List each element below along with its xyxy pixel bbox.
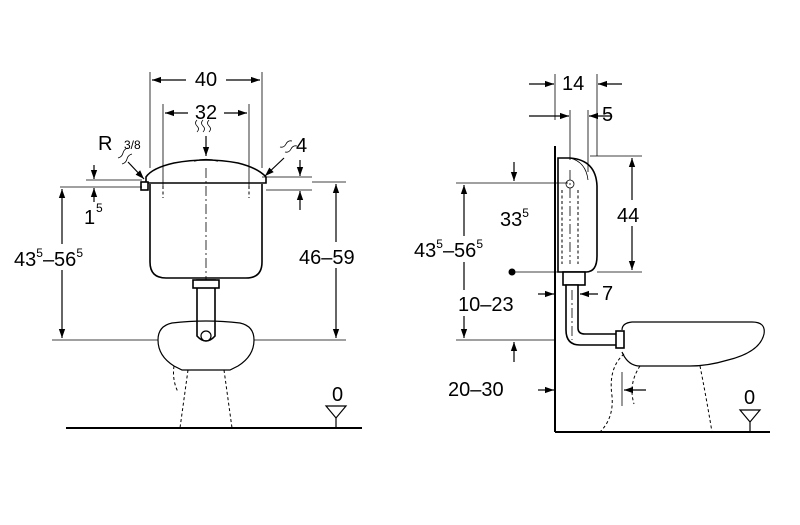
front-wc-bowl [157, 320, 255, 371]
front-offset-right-label: 4 [296, 135, 307, 157]
front-floor-marker [324, 405, 348, 419]
side-pipe-offset-label: 10–23 [458, 294, 514, 316]
front-view: 40 32 R 3/8 4 [14, 66, 372, 429]
front-height-left-label: 435–565 [14, 246, 83, 271]
side-pipe-connector [562, 271, 586, 286]
front-width-outer-label: 40 [195, 69, 217, 91]
front-flush-pipe [196, 279, 216, 342]
front-wc-pedestal [179, 369, 233, 429]
front-inlet-connector [140, 181, 149, 191]
side-view: 14 5 44 335 435–565 10–23 [410, 73, 770, 433]
front-left-inlet-icon [117, 147, 145, 180]
side-depth-inner-label: 5 [602, 104, 613, 126]
front-floor-zero-label: 0 [332, 384, 343, 406]
front-width-inner-label: 32 [195, 102, 217, 124]
side-height-label: 435–565 [414, 237, 483, 262]
front-thread-size: 3/8 [124, 138, 141, 152]
front-height-right-label: 46–59 [299, 247, 355, 269]
front-flush-button [193, 158, 219, 162]
side-wall-gap-label: 20–30 [448, 379, 504, 401]
side-depth-outer-label: 14 [562, 73, 584, 95]
front-offset-left-label: 1 [84, 207, 95, 229]
front-offset-left-sup: 5 [96, 201, 103, 215]
side-floor-zero-label: 0 [744, 387, 755, 409]
side-floor-marker [738, 409, 762, 423]
side-wc-bowl [621, 321, 765, 367]
front-right-inlet-icon [264, 140, 298, 177]
front-thread-label: R [98, 133, 112, 155]
side-tank-height-label: 44 [617, 205, 639, 227]
side-wc-pedestal [599, 353, 713, 433]
front-water-inlet-icon [195, 119, 211, 156]
side-pipe-gap-label: 7 [602, 283, 613, 305]
side-inlet-height-label: 335 [500, 206, 529, 231]
